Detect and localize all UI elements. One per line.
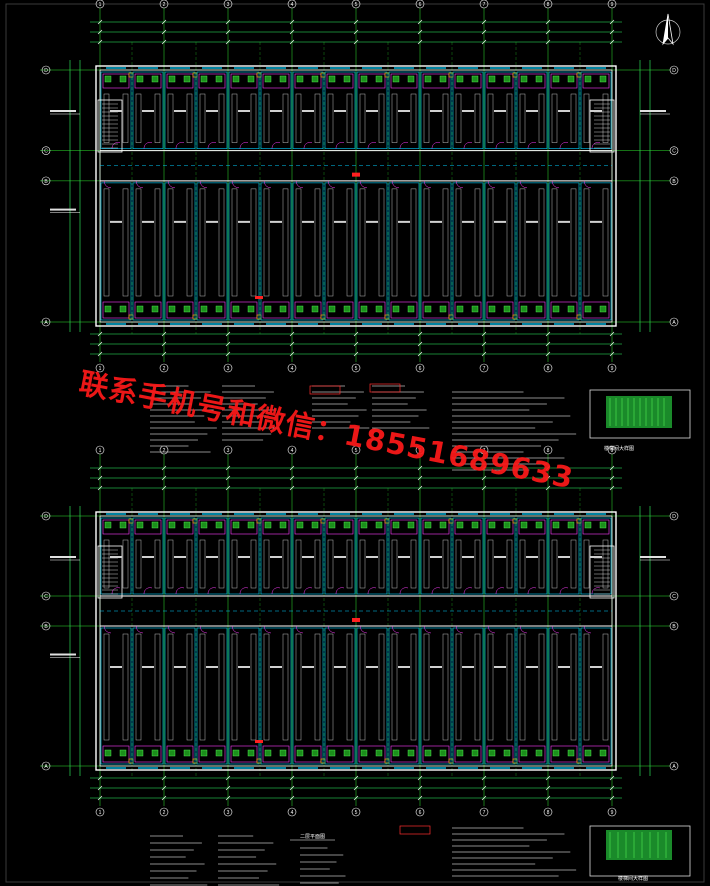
legend-label-2: 楼梯间大样图 [618,875,648,882]
svg-text:6: 6 [419,810,422,816]
svg-text:9: 9 [611,448,614,454]
svg-text:1: 1 [99,448,102,454]
svg-text:1: 1 [99,2,102,8]
legend-box-2 [589,825,691,877]
svg-text:D: D [672,68,676,74]
svg-text:6: 6 [419,448,422,454]
svg-text:3: 3 [227,2,230,8]
svg-text:4: 4 [291,366,294,372]
svg-text:7: 7 [483,366,486,372]
svg-text:D: D [672,514,676,520]
svg-text:8: 8 [547,810,550,816]
svg-text:5: 5 [355,366,358,372]
north-arrow-icon [655,13,681,46]
svg-text:C: C [672,594,676,600]
svg-text:2: 2 [163,448,166,454]
legend-box-1 [589,389,691,439]
svg-text:4: 4 [291,810,294,816]
svg-text:2: 2 [163,2,166,8]
legend-label-1: 楼梯间大样图 [604,445,634,452]
svg-text:C: C [44,149,48,155]
svg-text:7: 7 [483,448,486,454]
svg-text:B: B [44,624,48,630]
svg-text:4: 4 [291,2,294,8]
svg-text:7: 7 [483,2,486,8]
svg-text:2: 2 [163,366,166,372]
svg-text:3: 3 [227,448,230,454]
svg-text:D: D [44,68,48,74]
svg-text:B: B [672,179,676,185]
svg-text:3: 3 [227,366,230,372]
general-notes [150,383,577,886]
svg-text:8: 8 [547,366,550,372]
svg-text:5: 5 [355,2,358,8]
svg-text:A: A [672,320,676,326]
svg-text:1: 1 [99,366,102,372]
svg-text:6: 6 [419,2,422,8]
svg-text:8: 8 [547,448,550,454]
svg-text:A: A [672,764,676,770]
svg-text:1: 1 [99,810,102,816]
svg-text:C: C [44,594,48,600]
svg-text:8: 8 [547,2,550,8]
svg-text:9: 9 [611,810,614,816]
svg-text:7: 7 [483,810,486,816]
svg-text:4: 4 [291,448,294,454]
svg-text:3: 3 [227,810,230,816]
svg-text:D: D [44,514,48,520]
svg-text:B: B [44,179,48,185]
svg-text:9: 9 [611,366,614,372]
svg-text:5: 5 [355,448,358,454]
svg-text:6: 6 [419,366,422,372]
plan2-title: 二层平面图 [300,834,325,840]
svg-text:5: 5 [355,810,358,816]
svg-text:A: A [44,764,48,770]
svg-text:A: A [44,320,48,326]
svg-text:9: 9 [611,2,614,8]
sheet-border [5,3,705,883]
svg-text:2: 2 [163,810,166,816]
svg-text:C: C [672,149,676,155]
svg-text:B: B [672,624,676,630]
